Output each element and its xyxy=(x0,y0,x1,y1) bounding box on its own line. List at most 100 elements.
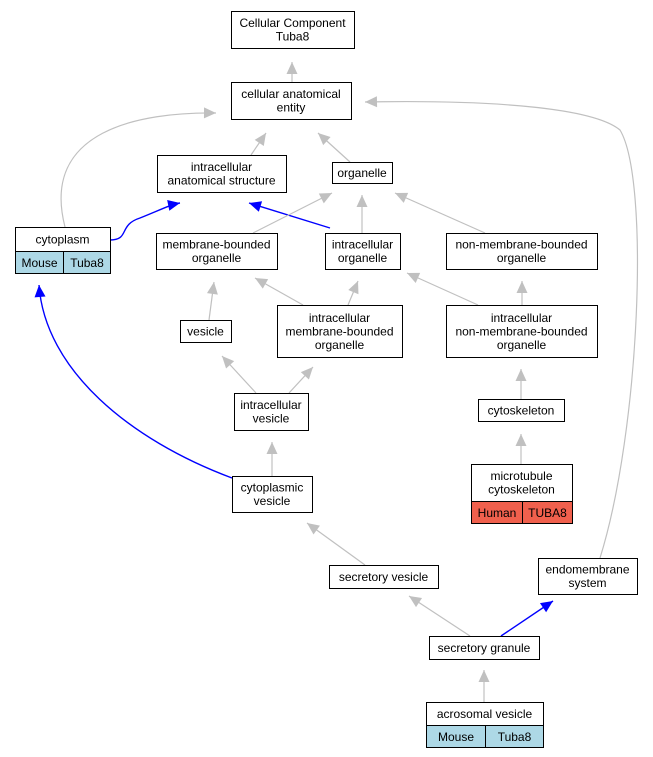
node-secretory-vesicle[interactable]: secretory vesicle xyxy=(329,565,439,589)
node-box xyxy=(231,11,355,49)
species-label: Mouse xyxy=(438,730,474,744)
edge-arrowhead xyxy=(34,285,46,298)
node-label-line: cellular anatomical xyxy=(241,87,340,101)
edge-line xyxy=(394,192,486,234)
edge-arrowhead xyxy=(249,201,263,212)
node-label-line: vesicle xyxy=(254,494,291,508)
edges-layer xyxy=(34,62,639,702)
edge-arrowhead xyxy=(286,62,298,74)
node-vesicle[interactable]: vesicle xyxy=(180,320,232,343)
node-label-line: intracellular xyxy=(332,238,393,252)
node-secretory-granule[interactable]: secretory granule xyxy=(429,636,540,660)
node-label-line: non-membrane-bounded xyxy=(455,238,587,252)
edge-arrowhead xyxy=(478,670,490,682)
edge-arrowhead xyxy=(300,367,313,380)
edge-cytoplasm-to-cellular-anatomical-entity xyxy=(60,107,217,228)
edge-intracellular-non-membrane-bounded-organelle-to-non-membrane-bounded-organelle xyxy=(516,281,528,305)
edge-arrowhead xyxy=(348,281,359,295)
node-cytoskeleton[interactable]: cytoskeleton xyxy=(478,399,565,422)
edge-arrowhead xyxy=(167,199,180,211)
gene-label: Tuba8 xyxy=(498,730,532,744)
node-label-line: microtubule xyxy=(490,469,552,483)
node-label-line: Cellular Component xyxy=(239,16,346,30)
node-label-line: organelle xyxy=(497,338,547,352)
edge-intracellular-membrane-bounded-organelle-to-intracellular-organelle xyxy=(347,280,359,306)
node-label-line: cytoskeleton xyxy=(488,403,555,417)
edge-arrowhead xyxy=(203,107,216,119)
gene-label: Tuba8 xyxy=(70,256,104,270)
edge-line xyxy=(364,101,639,559)
node-box xyxy=(332,162,393,184)
node-intracellular-non-membrane-bounded-organelle[interactable]: intracellularnon-membrane-boundedorganel… xyxy=(446,305,598,358)
edge-arrowhead xyxy=(307,523,320,535)
edge-arrowhead xyxy=(206,282,218,295)
node-box xyxy=(232,476,313,513)
edge-line xyxy=(252,192,333,234)
node-label-line: acrosomal vesicle xyxy=(437,707,533,721)
node-label-line: membrane-bounded xyxy=(285,324,393,338)
edge-arrowhead xyxy=(365,96,378,108)
edge-intracellular-organelle-to-intracellular-anatomical-structure xyxy=(248,201,331,229)
gene-cell xyxy=(63,251,111,274)
edge-arrowhead xyxy=(255,278,269,289)
node-label-line: vesicle xyxy=(253,412,290,426)
node-label-line: secretory granule xyxy=(438,641,531,655)
node-label-line: cytoplasm xyxy=(35,232,89,246)
gene-cell xyxy=(522,501,573,524)
edge-arrowhead xyxy=(318,193,332,204)
node-label-line: cytoplasmic xyxy=(241,481,304,495)
edge-arrowhead xyxy=(254,133,266,147)
edge-arrowhead xyxy=(395,192,409,203)
edge-intracellular-vesicle-to-intracellular-membrane-bounded-organelle xyxy=(288,366,314,394)
node-label-line: intracellular xyxy=(191,160,252,174)
node-box xyxy=(277,305,403,358)
edge-intracellular-non-membrane-bounded-organelle-to-intracellular-organelle xyxy=(406,272,479,306)
node-label-line: secretory vesicle xyxy=(339,570,429,584)
edge-secretory-vesicle-to-cytoplasmic-vesicle xyxy=(306,522,366,566)
edge-line xyxy=(248,202,331,229)
node-label-line: intracellular xyxy=(491,311,552,325)
edge-line xyxy=(60,112,217,228)
edge-intracellular-membrane-bounded-organelle-to-membrane-bounded-organelle xyxy=(254,277,304,306)
edge-secretory-granule-to-secretory-vesicle xyxy=(408,595,471,637)
node-box xyxy=(478,399,565,422)
node-organelle[interactable]: organelle xyxy=(332,162,393,184)
edge-arrowhead xyxy=(407,272,421,283)
edge-cytoplasmic-vesicle-to-cytoplasm xyxy=(34,284,233,479)
edge-arrowhead xyxy=(318,133,331,146)
edge-line xyxy=(408,595,471,637)
edge-arrowhead xyxy=(409,596,423,608)
edge-cellular-anatomical-entity-to-root xyxy=(286,62,298,82)
edge-cytoplasmic-vesicle-to-intracellular-vesicle xyxy=(266,442,278,476)
node-box xyxy=(429,636,540,660)
node-box xyxy=(157,155,287,193)
edge-intracellular-anatomical-structure-to-cellular-anatomical-entity xyxy=(250,132,267,156)
species-label: Mouse xyxy=(21,256,57,270)
node-box xyxy=(231,82,352,120)
node-label-line: organelle xyxy=(497,251,547,265)
node-box xyxy=(538,558,638,595)
node-label-line: non-membrane-bounded xyxy=(455,324,587,338)
node-label-line: organelle xyxy=(315,338,365,352)
node-label-line: organelle xyxy=(337,166,387,180)
gene-cell xyxy=(485,725,544,748)
edge-arrowhead xyxy=(539,601,553,613)
node-label-line: vesicle xyxy=(187,324,224,338)
node-label-line: endomembrane xyxy=(545,563,629,577)
node-box xyxy=(329,565,439,589)
